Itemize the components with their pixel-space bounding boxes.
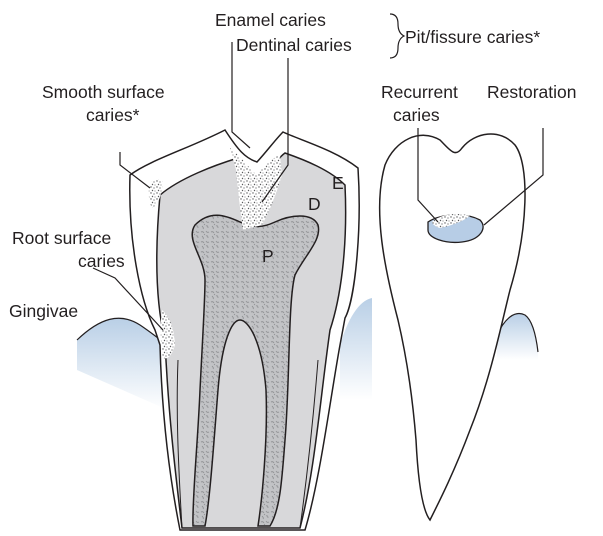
label-smooth-surface-line1: Smooth surface — [42, 82, 165, 102]
label-enamel-caries: Enamel caries — [215, 10, 326, 30]
label-smooth-surface-line2: caries* — [86, 105, 140, 125]
pit-fissure-brace — [390, 14, 404, 58]
leader-enamel-caries — [232, 42, 250, 148]
label-pit-fissure-caries: Pit/fissure caries* — [405, 27, 540, 47]
label-dentine-letter: D — [308, 194, 321, 214]
label-restoration: Restoration — [487, 82, 577, 102]
label-gingivae: Gingivae — [9, 301, 78, 321]
gingiva-left — [77, 318, 168, 410]
label-enamel-letter: E — [332, 173, 344, 193]
label-pulp-letter: P — [262, 246, 274, 266]
label-root-surface-line1: Root surface — [12, 228, 111, 248]
label-recurrent-line2: caries — [393, 105, 440, 125]
label-dentinal-caries: Dentinal caries — [236, 35, 352, 55]
label-recurrent-line1: Recurrent — [381, 82, 458, 102]
label-root-surface-line2: caries — [78, 251, 125, 271]
